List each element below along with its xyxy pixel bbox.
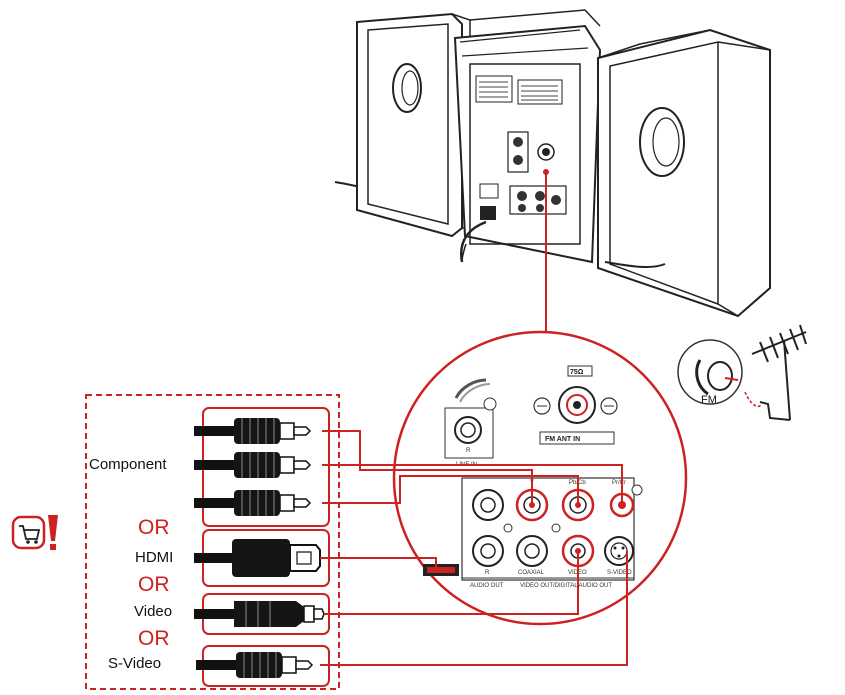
svideo-plug — [195, 651, 313, 679]
magnified-rear-panel: 75Ω FM ANT IN R LINE IN Y Pb/Cb Pr/Cr R … — [392, 330, 688, 626]
connection-lines — [320, 430, 628, 666]
or-label-3: OR — [138, 627, 170, 650]
hdmi-label: HDMI — [135, 549, 174, 566]
coaxial-label: COAXIAL — [518, 570, 545, 576]
r-out-label: R — [485, 570, 490, 576]
or-label-2: OR — [138, 573, 170, 596]
component-label: Component — [89, 456, 167, 473]
svideo-label: S-Video — [108, 655, 162, 672]
ohm-label: 75Ω — [570, 369, 584, 376]
pr-label: Pr/Cr — [612, 480, 626, 486]
fm-ant-in-label: FM ANT IN — [545, 436, 580, 443]
svideo-port-label: S-VIDEO — [607, 570, 632, 576]
audio-out-label: AUDIO OUT — [470, 583, 504, 589]
video-plug — [194, 601, 325, 627]
shopping-cart-icon — [11, 515, 46, 550]
video-label: Video — [134, 603, 173, 620]
video-out-label: VIDEO OUT/DIGITAL AUDIO OUT — [520, 583, 612, 589]
cable-options-box — [85, 394, 340, 690]
fm-label: FM — [701, 394, 717, 406]
r-label: R — [466, 448, 471, 454]
or-label-1: OR — [138, 516, 170, 539]
component-plug-middle — [193, 451, 311, 479]
component-plug-top — [193, 417, 311, 445]
stereo-system-illustration — [334, 9, 771, 318]
exclamation-icon — [48, 515, 58, 550]
fm-antenna-illustration — [677, 324, 807, 421]
hdmi-plug — [194, 539, 321, 577]
component-plug-bottom — [193, 489, 311, 517]
